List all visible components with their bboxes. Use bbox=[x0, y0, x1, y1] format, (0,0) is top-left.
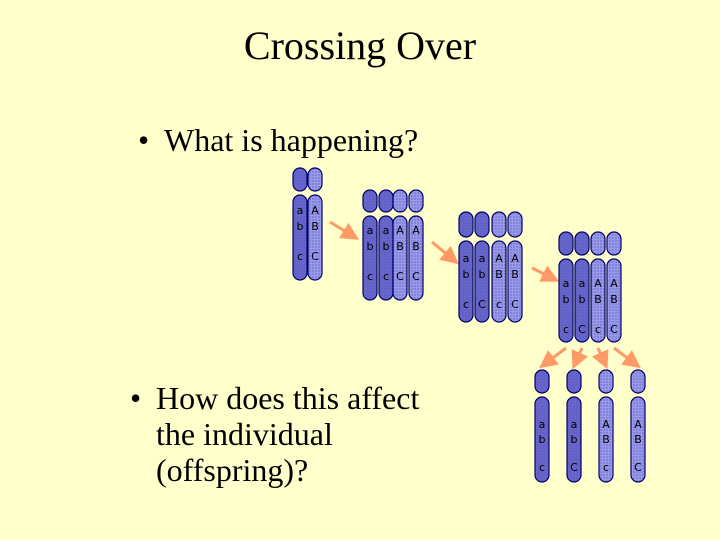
stage-arrow bbox=[431, 240, 459, 265]
bullet-how-does-this-affect: • How does this affect the individual (o… bbox=[130, 380, 480, 488]
chromatid: ab c bbox=[458, 211, 474, 323]
gene-label: b bbox=[297, 220, 304, 233]
gene-label: a bbox=[367, 224, 374, 237]
chromosome-stages: abcABCabcabcABCABCabcabCABcABCabcabCABcA… bbox=[292, 167, 622, 343]
chromatid: AB C bbox=[307, 167, 323, 281]
gene-label: B bbox=[412, 240, 420, 253]
gene-label: B bbox=[634, 433, 642, 446]
gamete-chromatid: AB C bbox=[630, 369, 646, 483]
gene-label: b bbox=[579, 293, 586, 306]
gamete-chromatid: ABc bbox=[598, 369, 614, 483]
gene-label: C bbox=[578, 323, 586, 336]
gene-label: a bbox=[297, 204, 304, 217]
gene-label: b bbox=[367, 240, 374, 253]
bullet-marker: • bbox=[138, 122, 150, 158]
chromatid: ab c bbox=[378, 189, 394, 301]
gene-label: b bbox=[539, 433, 546, 446]
gene-label: C bbox=[412, 270, 420, 283]
chromatid: ab c bbox=[292, 167, 308, 281]
chromatid: AB C bbox=[408, 189, 424, 301]
gene-label: C bbox=[634, 461, 642, 474]
gamete-arrow bbox=[571, 347, 589, 370]
bullet-text: What is happening? bbox=[164, 122, 419, 158]
gene-label: b bbox=[563, 293, 570, 306]
gene-label: c bbox=[563, 323, 569, 336]
gene-label: c bbox=[539, 461, 545, 474]
gene-label: C bbox=[478, 298, 486, 311]
gene-label: B bbox=[495, 268, 503, 281]
gene-label: c bbox=[496, 298, 502, 311]
stage-tetrad: ab c ab c AB C AB C bbox=[362, 189, 424, 301]
bullet-what-is-happening: • What is happening? bbox=[138, 122, 418, 158]
gamete-chromatid: ab c bbox=[534, 369, 550, 483]
gene-label: c bbox=[595, 323, 601, 336]
chromatid: ABc bbox=[491, 211, 507, 323]
gamete-arrow bbox=[539, 346, 567, 369]
gene-label: a bbox=[479, 252, 486, 265]
gene-label: a bbox=[563, 277, 570, 290]
gene-label: c bbox=[367, 270, 373, 283]
gene-label: A bbox=[602, 418, 610, 431]
bullet-marker: • bbox=[130, 380, 142, 416]
gene-label: C bbox=[511, 298, 519, 311]
slide-title: Crossing Over bbox=[243, 23, 477, 68]
gene-label: b bbox=[463, 268, 470, 281]
gene-label: B bbox=[594, 293, 602, 306]
gene-label: A bbox=[396, 224, 404, 237]
gene-label: C bbox=[396, 270, 404, 283]
gene-label: A bbox=[511, 252, 519, 265]
chromatid: abC bbox=[474, 211, 490, 323]
stage-arrows bbox=[329, 220, 641, 370]
stage-arrow bbox=[329, 220, 360, 240]
gene-label: B bbox=[602, 433, 610, 446]
chromatid: AB C bbox=[507, 211, 523, 323]
gene-label: A bbox=[634, 418, 642, 431]
gene-label: C bbox=[610, 323, 618, 336]
gene-label: a bbox=[383, 224, 390, 237]
gene-label: c bbox=[383, 270, 389, 283]
gene-label: B bbox=[311, 220, 319, 233]
gene-label: A bbox=[412, 224, 420, 237]
gamete-arrow bbox=[613, 346, 641, 369]
gamete-chromatid: abC bbox=[566, 369, 582, 483]
gene-label: A bbox=[495, 252, 503, 265]
gene-label: b bbox=[479, 268, 486, 281]
stage-arrow bbox=[531, 265, 560, 282]
gene-label: a bbox=[571, 418, 578, 431]
chromatid: AB C bbox=[392, 189, 408, 301]
gene-label: B bbox=[511, 268, 519, 281]
chromatid: AB C bbox=[606, 231, 622, 343]
stage-replicated-pair: ab c AB C bbox=[292, 167, 323, 281]
gene-label: A bbox=[311, 204, 319, 217]
gene-label: a bbox=[463, 252, 470, 265]
gene-label: a bbox=[579, 277, 586, 290]
gene-label: b bbox=[571, 433, 578, 446]
gene-label: c bbox=[603, 461, 609, 474]
gene-label: a bbox=[539, 418, 546, 431]
gene-label: C bbox=[311, 250, 319, 263]
gamete-arrow bbox=[591, 347, 609, 370]
gene-label: B bbox=[396, 240, 404, 253]
bullet-text: How does this affect the individual (off… bbox=[156, 380, 420, 488]
chromatid: ABc bbox=[590, 231, 606, 343]
gene-label: A bbox=[610, 277, 618, 290]
gene-label: c bbox=[463, 298, 469, 311]
chromatid: abC bbox=[574, 231, 590, 343]
gene-label: A bbox=[594, 277, 602, 290]
gene-label: B bbox=[610, 293, 618, 306]
chromatid: ab c bbox=[558, 231, 574, 343]
gene-label: b bbox=[383, 240, 390, 253]
gene-label: c bbox=[297, 250, 303, 263]
gene-label: C bbox=[570, 461, 578, 474]
chromatid: ab c bbox=[362, 189, 378, 301]
